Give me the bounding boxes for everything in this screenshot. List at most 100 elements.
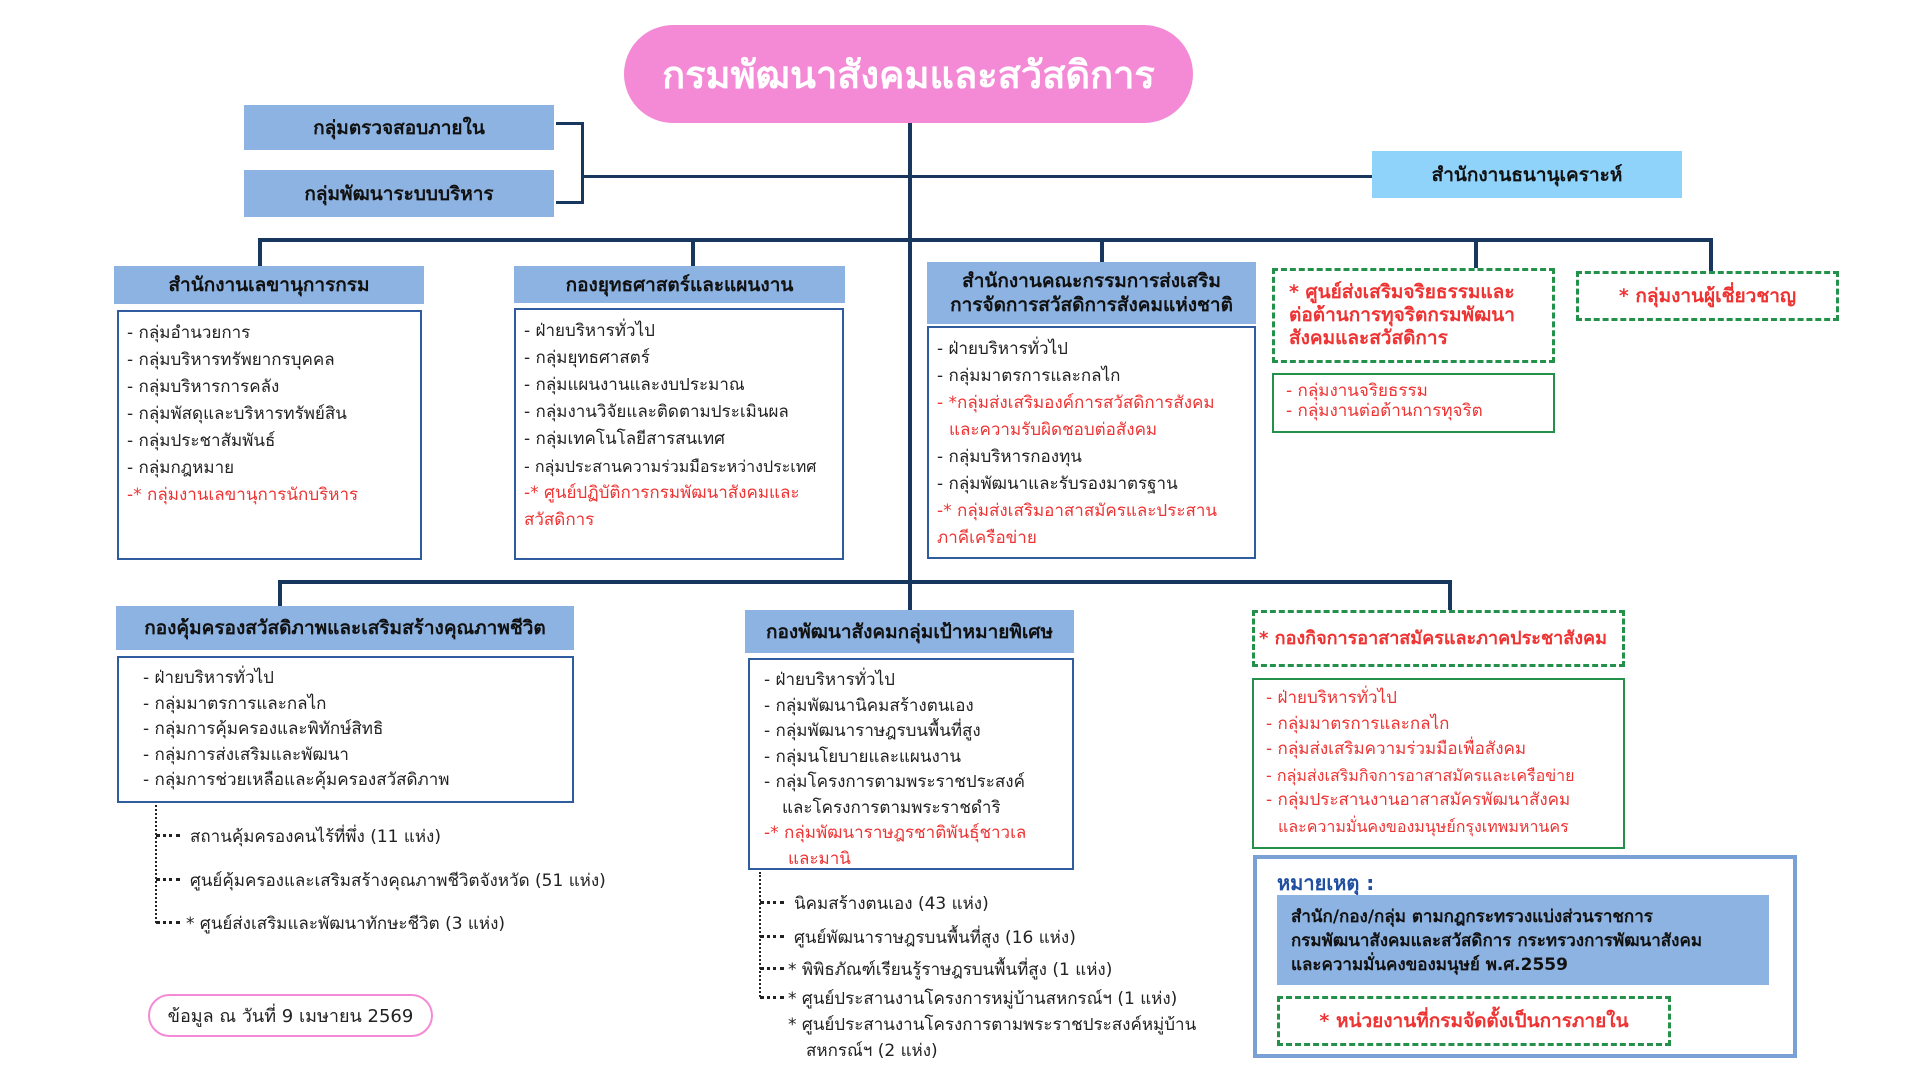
legend-internal-unit: * หน่วยงานที่กรมจัดตั้งเป็นการภายใน bbox=[1277, 996, 1671, 1046]
sub-unit: * ศูนย์ประสานงานโครงการตามพระราชประสงค์ห… bbox=[788, 1015, 1197, 1035]
strategy-division-header: กองยุทธศาสตร์และแผนงาน bbox=[514, 266, 845, 303]
list-item: - กลุ่มการช่วยเหลือและคุ้มครองสวัสดิภาพ bbox=[143, 770, 450, 790]
sub-unit: ศูนย์คุ้มครองและเสริมสร้างคุณภาพชีวิตจัง… bbox=[190, 871, 606, 891]
admin-development-box: กลุ่มพัฒนาระบบบริหาร bbox=[244, 170, 554, 217]
connector bbox=[1474, 238, 1478, 268]
list-item: - กลุ่มประสานความร่วมมือระหว่างประเทศ bbox=[524, 457, 817, 476]
list-item: - กลุ่มเทคโนโลยีสารสนเทศ bbox=[524, 429, 725, 449]
list-item: - กลุ่มประสานงานอาสาสมัครพัฒนาสังคม bbox=[1266, 790, 1571, 810]
dotted-connector bbox=[156, 878, 180, 881]
connector bbox=[908, 123, 912, 584]
welfare-protection-list: - ฝ่ายบริหารทั่วไป - กลุ่มมาตรการและกลไก… bbox=[117, 656, 574, 803]
list-item: - ฝ่ายบริหารทั่วไป bbox=[1266, 688, 1397, 708]
list-item: - กลุ่มบริหารทรัพยากรบุคคล bbox=[127, 350, 335, 370]
dotted-connector bbox=[759, 872, 761, 997]
connector bbox=[258, 238, 1713, 242]
experts-group-box: * กลุ่มงานผู้เชี่ยวชาญ bbox=[1576, 271, 1839, 321]
list-item: - กลุ่มการคุ้มครองและพิทักษ์สิทธิ bbox=[143, 719, 384, 739]
list-item: - กลุ่มประชาสัมพันธ์ bbox=[127, 431, 276, 451]
list-item: - ฝ่ายบริหารทั่วไป bbox=[937, 339, 1068, 359]
note-box: หมายเหตุ : สำนัก/กอง/กลุ่ม ตามกฎกระทรวงแ… bbox=[1253, 855, 1797, 1058]
connector bbox=[258, 238, 262, 266]
sub-unit: * ศูนย์ประสานงานโครงการหมู่บ้านสหกรณ์ฯ (… bbox=[788, 989, 1178, 1009]
list-item: - กลุ่มมาตรการและกลไก bbox=[1266, 713, 1450, 734]
volunteer-division-header: * กองกิจการอาสาสมัครและภาคประชาสังคม bbox=[1252, 610, 1625, 667]
list-item: - กลุ่มอำนวยการ bbox=[127, 323, 251, 343]
dotted-connector bbox=[760, 935, 784, 938]
connector bbox=[1709, 238, 1713, 271]
list-item: - กลุ่มบริหารการคลัง bbox=[127, 377, 280, 397]
list-item: - กลุ่มพัฒนาและรับรองมาตรฐาน bbox=[937, 474, 1178, 494]
note-line: กรมพัฒนาสังคมและสวัสดิการ กระทรวงการพัฒน… bbox=[1291, 931, 1703, 951]
dotted-connector bbox=[156, 921, 180, 924]
list-item: และความรับผิดชอบต่อสังคม bbox=[949, 420, 1158, 440]
list-item: - *กลุ่มส่งเสริมองค์การสวัสดิการสังคม bbox=[937, 393, 1215, 413]
dotted-connector bbox=[760, 996, 784, 999]
list-item: - กลุ่มงานวิจัยและติดตามประเมินผล bbox=[524, 402, 789, 422]
note-line: สำนัก/กอง/กลุ่ม ตามกฎกระทรวงแบ่งส่วนราชก… bbox=[1291, 907, 1653, 927]
list-item: - กลุ่มมาตรการและกลไก bbox=[143, 693, 327, 714]
connector bbox=[582, 175, 1372, 178]
sub-unit: * พิพิธภัณฑ์เรียนรู้ราษฎรบนพื้นที่สูง (1… bbox=[788, 960, 1113, 980]
list-item: - กลุ่มส่งเสริมกิจการอาสาสมัครและเครือข่… bbox=[1266, 765, 1575, 785]
list-item: -* ศูนย์ปฏิบัติการกรมพัฒนาสังคมและ bbox=[524, 483, 800, 503]
header-line: การจัดการสวัสดิการสังคมแห่งชาติ bbox=[950, 294, 1233, 316]
connector bbox=[908, 580, 912, 610]
list-item: -* กลุ่มงานเลขานุการนักบริหาร bbox=[127, 485, 359, 505]
note-text: สำนัก/กอง/กลุ่ม ตามกฎกระทรวงแบ่งส่วนราชก… bbox=[1277, 895, 1769, 985]
dotted-connector bbox=[156, 834, 180, 837]
dotted-connector bbox=[760, 967, 784, 970]
list-item: - กลุ่มบริหารกองทุน bbox=[937, 447, 1082, 467]
header-line: สำนักงานคณะกรรมการส่งเสริม bbox=[962, 270, 1221, 292]
special-target-list: - ฝ่ายบริหารทั่วไป - กลุ่มพัฒนานิคมสร้าง… bbox=[748, 658, 1074, 870]
list-item: - กลุ่มกฎหมาย bbox=[127, 458, 235, 478]
list-item: - กลุ่มนโยบายและแผนงาน bbox=[764, 746, 961, 767]
header-line: * ศูนย์ส่งเสริมจริยธรรมและ bbox=[1289, 281, 1515, 303]
data-date-badge: ข้อมูล ณ วันที่ 9 เมษายน 2569 bbox=[148, 994, 433, 1037]
list-item: -* กลุ่มพัฒนาราษฎรชาติพันธุ์ชาวเล bbox=[764, 823, 1027, 843]
list-item: - กลุ่มงานต่อต้านการทุจริต bbox=[1286, 401, 1483, 421]
list-item: - กลุ่มพัฒนานิคมสร้างตนเอง bbox=[764, 695, 974, 716]
connector bbox=[278, 580, 1452, 584]
welfare-protection-header: กองคุ้มครองสวัสดิภาพและเสริมสร้างคุณภาพช… bbox=[116, 606, 574, 650]
list-item: - ฝ่ายบริหารทั่วไป bbox=[524, 321, 655, 341]
connector bbox=[1100, 238, 1104, 262]
secretary-office-header: สำนักงานเลขานุการกรม bbox=[114, 266, 424, 304]
volunteer-division-list: - ฝ่ายบริหารทั่วไป - กลุ่มมาตรการและกลไก… bbox=[1252, 678, 1625, 849]
header-line: สังคมและสวัสดิการ bbox=[1289, 327, 1448, 349]
sub-unit: * ศูนย์ส่งเสริมและพัฒนาทักษะชีวิต (3 แห่… bbox=[186, 914, 506, 934]
list-item: - กลุ่มมาตรการและกลไก bbox=[937, 366, 1121, 386]
connector bbox=[556, 201, 584, 204]
list-item: สวัสดิการ bbox=[524, 510, 595, 530]
special-target-header: กองพัฒนาสังคมกลุ่มเป้าหมายพิเศษ bbox=[745, 610, 1074, 653]
list-item: และมานิ bbox=[788, 848, 851, 869]
ethics-center-header: * ศูนย์ส่งเสริมจริยธรรมและ ต่อต้านการทุจ… bbox=[1272, 268, 1555, 363]
note-line: และความมั่นคงของมนุษย์ พ.ศ.2559 bbox=[1291, 955, 1568, 975]
list-item: ภาคีเครือข่าย bbox=[937, 528, 1037, 548]
list-item: - กลุ่มพัฒนาราษฎรบนพื้นที่สูง bbox=[764, 721, 981, 741]
list-item: - กลุ่มโครงการตามพระราชประสงค์ bbox=[764, 772, 1025, 792]
list-item: และโครงการตามพระราชดำริ bbox=[782, 797, 1001, 818]
list-item: -* กลุ่มส่งเสริมอาสาสมัครและประสาน bbox=[937, 501, 1218, 521]
list-item: - ฝ่ายบริหารทั่วไป bbox=[143, 668, 274, 688]
header-line: ต่อต้านการทุจริตกรมพัฒนา bbox=[1289, 304, 1515, 326]
dotted-connector bbox=[155, 805, 157, 923]
secretary-office-list: - กลุ่มอำนวยการ - กลุ่มบริหารทรัพยากรบุค… bbox=[117, 310, 422, 560]
department-title: กรมพัฒนาสังคมและสวัสดิการ bbox=[624, 25, 1193, 123]
internal-audit-box: กลุ่มตรวจสอบภายใน bbox=[244, 105, 554, 150]
sub-unit: สถานคุ้มครองคนไร้ที่พึ่ง (11 แห่ง) bbox=[190, 827, 441, 847]
list-item: - ฝ่ายบริหารทั่วไป bbox=[764, 670, 895, 690]
list-item: - กลุ่มยุทธศาสตร์ bbox=[524, 348, 650, 368]
list-item: - กลุ่มแผนงานและงบประมาณ bbox=[524, 375, 745, 395]
note-label: หมายเหตุ : bbox=[1277, 871, 1375, 895]
connector bbox=[1448, 580, 1452, 610]
connector bbox=[278, 580, 282, 606]
connector bbox=[556, 122, 584, 125]
list-item: - กลุ่มพัสดุและบริหารทรัพย์สิน bbox=[127, 404, 347, 424]
list-item: และความมั่นคงของมนุษย์กรุงเทพมหานคร bbox=[1278, 816, 1569, 836]
sub-unit: นิคมสร้างตนเอง (43 แห่ง) bbox=[794, 894, 989, 914]
list-item: - กลุ่มส่งเสริมความร่วมมือเพื่อสังคม bbox=[1266, 739, 1527, 759]
welfare-committee-list: - ฝ่ายบริหารทั่วไป - กลุ่มมาตรการและกลไก… bbox=[927, 326, 1256, 559]
sub-unit: สหกรณ์ฯ (2 แห่ง) bbox=[806, 1041, 938, 1061]
strategy-division-list: - ฝ่ายบริหารทั่วไป - กลุ่มยุทธศาสตร์ - ก… bbox=[514, 308, 844, 560]
